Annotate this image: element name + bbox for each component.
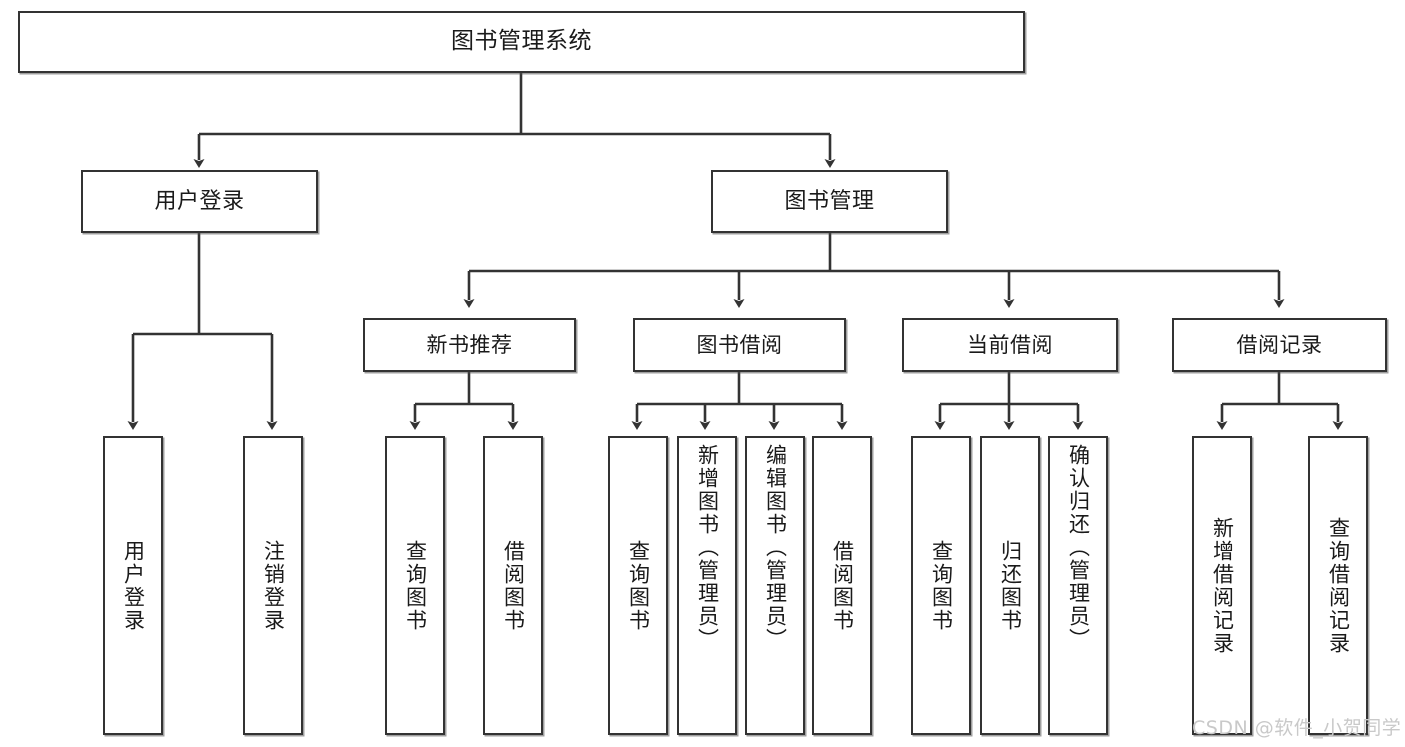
node-borrow-record-label: 借阅记录: [1236, 332, 1323, 357]
node-leaf-edit-book-admin-label: 编辑图书（管理员）: [763, 444, 788, 651]
node-leaf-query-borrow-record-label: 查询借阅记录: [1326, 516, 1351, 655]
node-new-book-recommend-label: 新书推荐: [426, 332, 513, 357]
node-book-management-label: 图书管理: [784, 188, 875, 214]
node-current-borrow[interactable]: 当前借阅: [902, 318, 1118, 372]
node-leaf-edit-book-admin[interactable]: 编辑图书（管理员）: [745, 436, 805, 735]
node-book-management[interactable]: 图书管理: [711, 170, 948, 233]
node-leaf-query-book-3[interactable]: 查询图书: [911, 436, 971, 735]
node-leaf-add-borrow-record-label: 新增借阅记录: [1210, 516, 1235, 655]
node-book-borrow-label: 图书借阅: [696, 332, 783, 357]
node-leaf-borrow-book-2[interactable]: 借阅图书: [812, 436, 872, 735]
node-root-label: 图书管理系统: [451, 28, 592, 55]
node-leaf-logout-login[interactable]: 注销登录: [243, 436, 303, 735]
node-leaf-confirm-return-admin[interactable]: 确认归还（管理员）: [1048, 436, 1108, 735]
node-leaf-add-book-admin-label: 新增图书（管理员）: [695, 444, 720, 651]
node-leaf-return-book-label: 归还图书: [998, 539, 1023, 632]
node-leaf-add-book-admin[interactable]: 新增图书（管理员）: [677, 436, 737, 735]
node-leaf-borrow-book-1[interactable]: 借阅图书: [483, 436, 543, 735]
node-leaf-borrow-book-1-label: 借阅图书: [501, 539, 526, 632]
node-leaf-query-book-2[interactable]: 查询图书: [608, 436, 668, 735]
node-leaf-borrow-book-2-label: 借阅图书: [830, 539, 855, 632]
node-user-login[interactable]: 用户登录: [81, 170, 318, 233]
node-book-borrow[interactable]: 图书借阅: [633, 318, 846, 372]
node-root[interactable]: 图书管理系统: [18, 11, 1025, 73]
node-leaf-user-login-label: 用户登录: [121, 539, 146, 632]
node-user-login-label: 用户登录: [154, 188, 245, 214]
node-leaf-query-book-1-label: 查询图书: [403, 539, 428, 632]
node-leaf-query-borrow-record[interactable]: 查询借阅记录: [1308, 436, 1368, 735]
node-leaf-query-book-2-label: 查询图书: [626, 539, 651, 632]
node-new-book-recommend[interactable]: 新书推荐: [363, 318, 576, 372]
node-borrow-record[interactable]: 借阅记录: [1172, 318, 1387, 372]
node-leaf-return-book[interactable]: 归还图书: [980, 436, 1040, 735]
node-leaf-logout-login-label: 注销登录: [261, 539, 286, 632]
node-leaf-query-book-3-label: 查询图书: [929, 539, 954, 632]
node-leaf-query-book-1[interactable]: 查询图书: [385, 436, 445, 735]
node-leaf-add-borrow-record[interactable]: 新增借阅记录: [1192, 436, 1252, 735]
node-current-borrow-label: 当前借阅: [967, 332, 1053, 357]
node-leaf-confirm-return-admin-label: 确认归还（管理员）: [1066, 444, 1091, 651]
node-leaf-user-login[interactable]: 用户登录: [103, 436, 163, 735]
csdn-watermark: CSDN @软件_小贺同学: [1192, 717, 1402, 739]
